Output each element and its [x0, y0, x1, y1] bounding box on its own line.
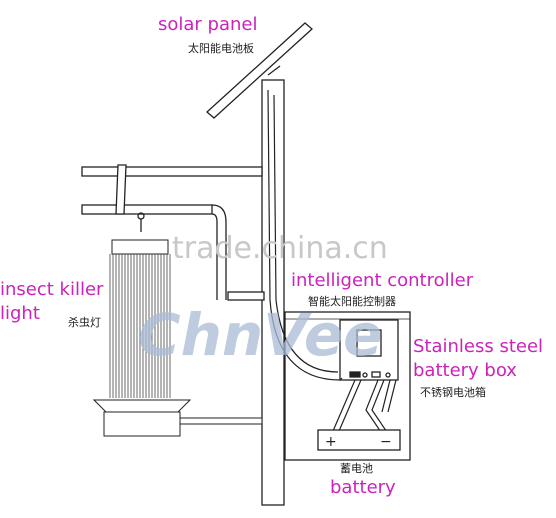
battery: + −: [317, 429, 401, 451]
label-battery-box-line2: battery box: [413, 360, 517, 381]
label-solar-panel: solar panel: [158, 14, 257, 35]
mount-bracket: [227, 291, 265, 301]
label-battery-cn: 蓄电池: [340, 462, 373, 475]
label-controller-cn: 智能太阳能控制器: [308, 294, 396, 308]
pole: [261, 79, 285, 506]
label-battery-box: Stainless steel: [413, 336, 543, 357]
insect-killer-light: [92, 239, 263, 437]
label-insect-killer-cn: 杀虫灯: [68, 315, 101, 329]
watermark-site: trade.china.cn: [172, 231, 388, 266]
solar-panel: [206, 22, 313, 119]
label-battery-box-cn: 不锈钢电池箱: [420, 385, 486, 399]
battery-plus-terminal: +: [325, 434, 337, 450]
label-insect-killer-line2: light: [0, 303, 40, 324]
battery-box: [284, 311, 411, 461]
label-solar-panel-cn: 太阳能电池板: [188, 41, 254, 55]
lamp-tubes: [109, 254, 171, 398]
wiring: [267, 89, 397, 439]
label-intelligent-controller: intelligent controller: [291, 270, 474, 291]
watermark-brand: ChnVee: [138, 301, 383, 369]
label-insect-killer: insect killer: [0, 279, 104, 300]
label-battery: battery: [330, 477, 396, 498]
battery-minus-terminal: −: [380, 434, 392, 450]
lamp-arm: [81, 164, 263, 300]
intelligent-controller: [339, 319, 399, 381]
